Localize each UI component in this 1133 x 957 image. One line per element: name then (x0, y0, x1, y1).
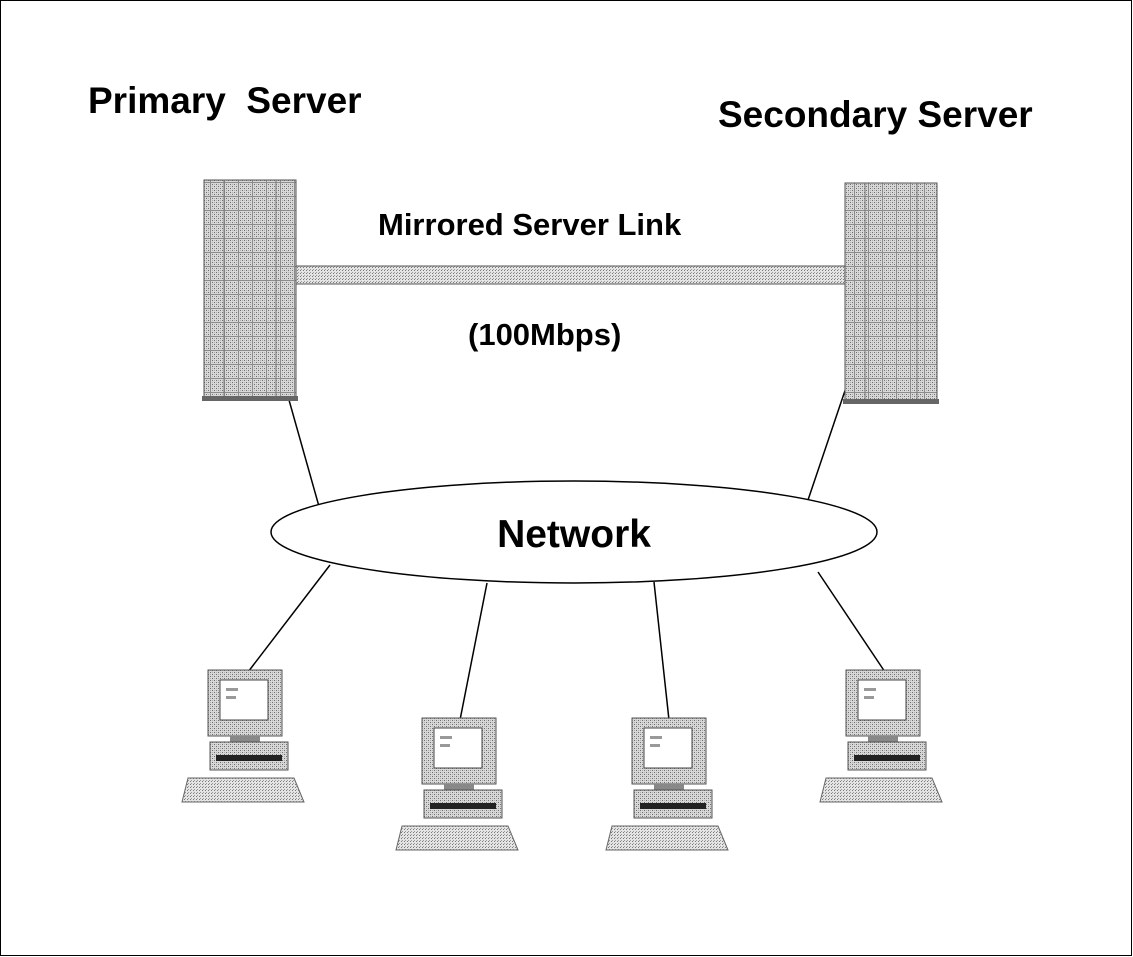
secondary-server-icon (843, 182, 939, 404)
primary-server-icon (202, 179, 298, 401)
workstation-1-icon (181, 669, 305, 803)
link-speed-label: (100Mbps) (468, 317, 621, 352)
network-cloud (270, 480, 878, 584)
client-4-line (817, 571, 886, 673)
secondary-server-label: Secondary Server (718, 94, 1033, 135)
network-label: Network (497, 513, 651, 556)
workstation-2-icon (395, 717, 519, 851)
client-2-line (459, 582, 488, 721)
client-1-line (247, 564, 331, 673)
workstation-4-icon (819, 669, 943, 803)
mirrored-link-label: Mirrored Server Link (378, 207, 682, 242)
primary-server-label: Primary Server (88, 80, 362, 121)
client-3-line (653, 581, 670, 721)
workstation-3-icon (605, 717, 729, 851)
mirrored-link-bar (289, 265, 847, 285)
